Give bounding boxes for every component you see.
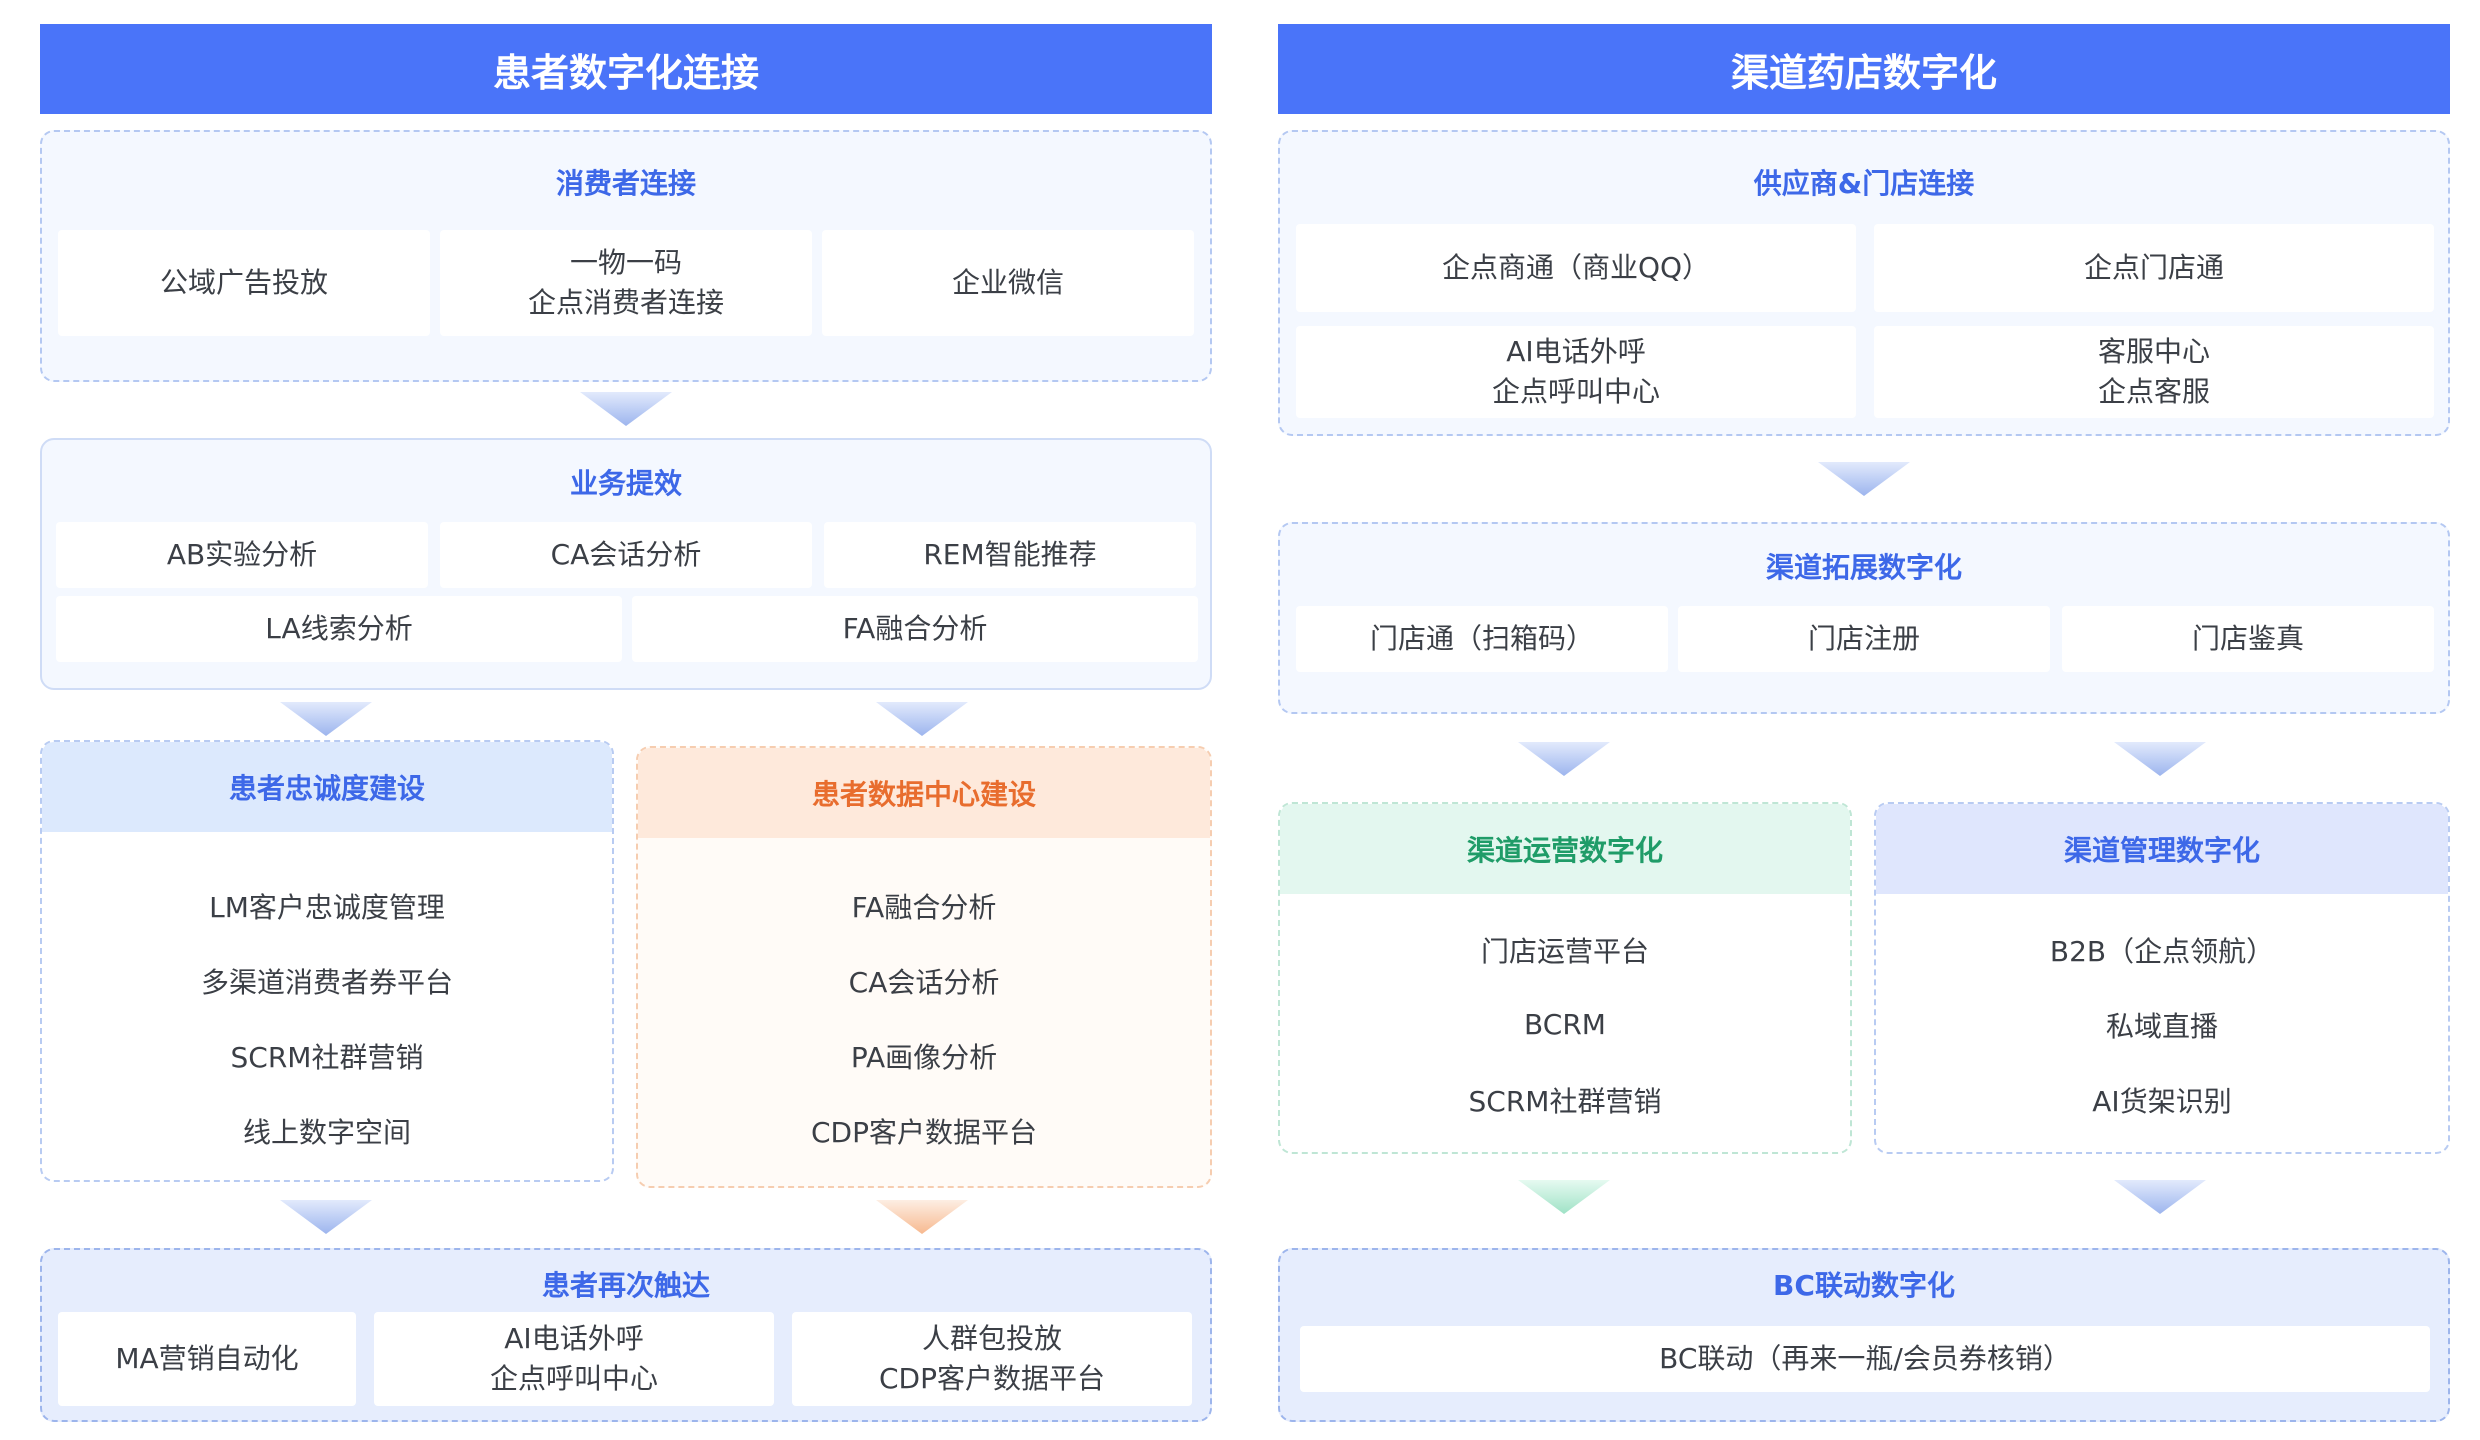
loyalty-column: 患者忠诚度建设 LM客户忠诚度管理 多渠道消费者券平台 SCRM社群营销 线上数…: [40, 740, 614, 1182]
card-store-scan: 门店通（扫箱码）: [1296, 606, 1668, 672]
card-la-leads: LA线索分析: [56, 596, 622, 662]
operation-item: 门店运营平台: [1480, 934, 1649, 968]
card-fa-fusion: FA融合分析: [632, 596, 1198, 662]
arrow-down-icon: [2114, 742, 2206, 776]
consumer-connection-section: 消费者连接 公域广告投放 一物一码 企点消费者连接 企业微信: [40, 130, 1212, 382]
supplier-title: 供应商&门店连接: [1753, 167, 1975, 200]
card-ai-call-center: AI电话外呼 企点呼叫中心: [1296, 326, 1856, 418]
efficiency-section: 业务提效 AB实验分析 CA会话分析 REM智能推荐 LA线索分析 FA融合分析: [40, 438, 1212, 690]
data-center-title: 患者数据中心建设: [638, 748, 1210, 838]
retouch-section: 患者再次触达 MA营销自动化 AI电话外呼 企点呼叫中心 人群包投放 CDP客户…: [40, 1248, 1212, 1422]
expansion-title: 渠道拓展数字化: [1765, 551, 1962, 584]
arrow-down-icon: [1818, 462, 1910, 496]
card-rem-recommend: REM智能推荐: [824, 522, 1196, 588]
bc-section: BC联动数字化 BC联动（再来一瓶/会员券核销）: [1278, 1248, 2450, 1422]
arrow-down-icon: [280, 702, 372, 736]
card-ab-test: AB实验分析: [56, 522, 428, 588]
supplier-section: 供应商&门店连接 企点商通（商业QQ） 企点门店通 AI电话外呼 企点呼叫中心 …: [1278, 130, 2450, 436]
operation-column: 渠道运营数字化 门店运营平台 BCRM SCRM社群营销: [1278, 802, 1852, 1154]
management-item: 私域直播: [2105, 1009, 2218, 1043]
expansion-section: 渠道拓展数字化 门店通（扫箱码） 门店注册 门店鉴真: [1278, 522, 2450, 714]
operation-item: SCRM社群营销: [1468, 1084, 1662, 1118]
retouch-title: 患者再次触达: [541, 1269, 710, 1302]
management-title: 渠道管理数字化: [1876, 804, 2448, 894]
card-ma-automation: MA营销自动化: [58, 1312, 356, 1406]
arrow-down-icon: [876, 1200, 968, 1234]
right-header: 渠道药店数字化: [1278, 24, 2450, 114]
card-one-item-one-code: 一物一码 企点消费者连接: [440, 230, 812, 336]
card-qidian-business: 企点商通（商业QQ）: [1296, 224, 1856, 312]
bc-title: BC联动数字化: [1773, 1269, 1955, 1302]
card-bc-linkage: BC联动（再来一瓶/会员券核销）: [1300, 1326, 2430, 1392]
data-center-column: 患者数据中心建设 FA融合分析 CA会话分析 PA画像分析 CDP客户数据平台: [636, 746, 1212, 1188]
card-audience-delivery: 人群包投放 CDP客户数据平台: [792, 1312, 1192, 1406]
arrow-down-icon: [2114, 1180, 2206, 1214]
card-store-register: 门店注册: [1678, 606, 2050, 672]
operation-title: 渠道运营数字化: [1280, 804, 1850, 894]
left-header: 患者数字化连接: [40, 24, 1212, 114]
operation-item: BCRM: [1524, 1008, 1606, 1041]
management-item: B2B（企点领航）: [2049, 934, 2275, 968]
data-center-item: PA画像分析: [850, 1040, 998, 1074]
arrow-down-icon: [580, 392, 672, 426]
loyalty-item: LM客户忠诚度管理: [209, 890, 445, 924]
arrow-down-icon: [280, 1200, 372, 1234]
management-item: AI货架识别: [2092, 1084, 2232, 1118]
loyalty-item: SCRM社群营销: [230, 1040, 424, 1074]
loyalty-item: 多渠道消费者券平台: [200, 965, 453, 999]
loyalty-item: 线上数字空间: [242, 1115, 411, 1149]
card-ca-session: CA会话分析: [440, 522, 812, 588]
management-column: 渠道管理数字化 B2B（企点领航） 私域直播 AI货架识别: [1874, 802, 2450, 1154]
arrow-down-icon: [1518, 1180, 1610, 1214]
efficiency-title: 业务提效: [569, 467, 682, 500]
data-center-item: CDP客户数据平台: [811, 1115, 1037, 1149]
card-wecom: 企业微信: [822, 230, 1194, 336]
arrow-down-icon: [876, 702, 968, 736]
data-center-item: CA会话分析: [848, 965, 1000, 999]
arrow-down-icon: [1518, 742, 1610, 776]
card-store-authenticate: 门店鉴真: [2062, 606, 2434, 672]
card-customer-service: 客服中心 企点客服: [1874, 326, 2434, 418]
consumer-connection-title: 消费者连接: [555, 167, 696, 200]
card-qidian-store: 企点门店通: [1874, 224, 2434, 312]
loyalty-title: 患者忠诚度建设: [42, 742, 612, 832]
data-center-item: FA融合分析: [851, 890, 997, 924]
card-ai-call: AI电话外呼 企点呼叫中心: [374, 1312, 774, 1406]
card-public-ads: 公域广告投放: [58, 230, 430, 336]
